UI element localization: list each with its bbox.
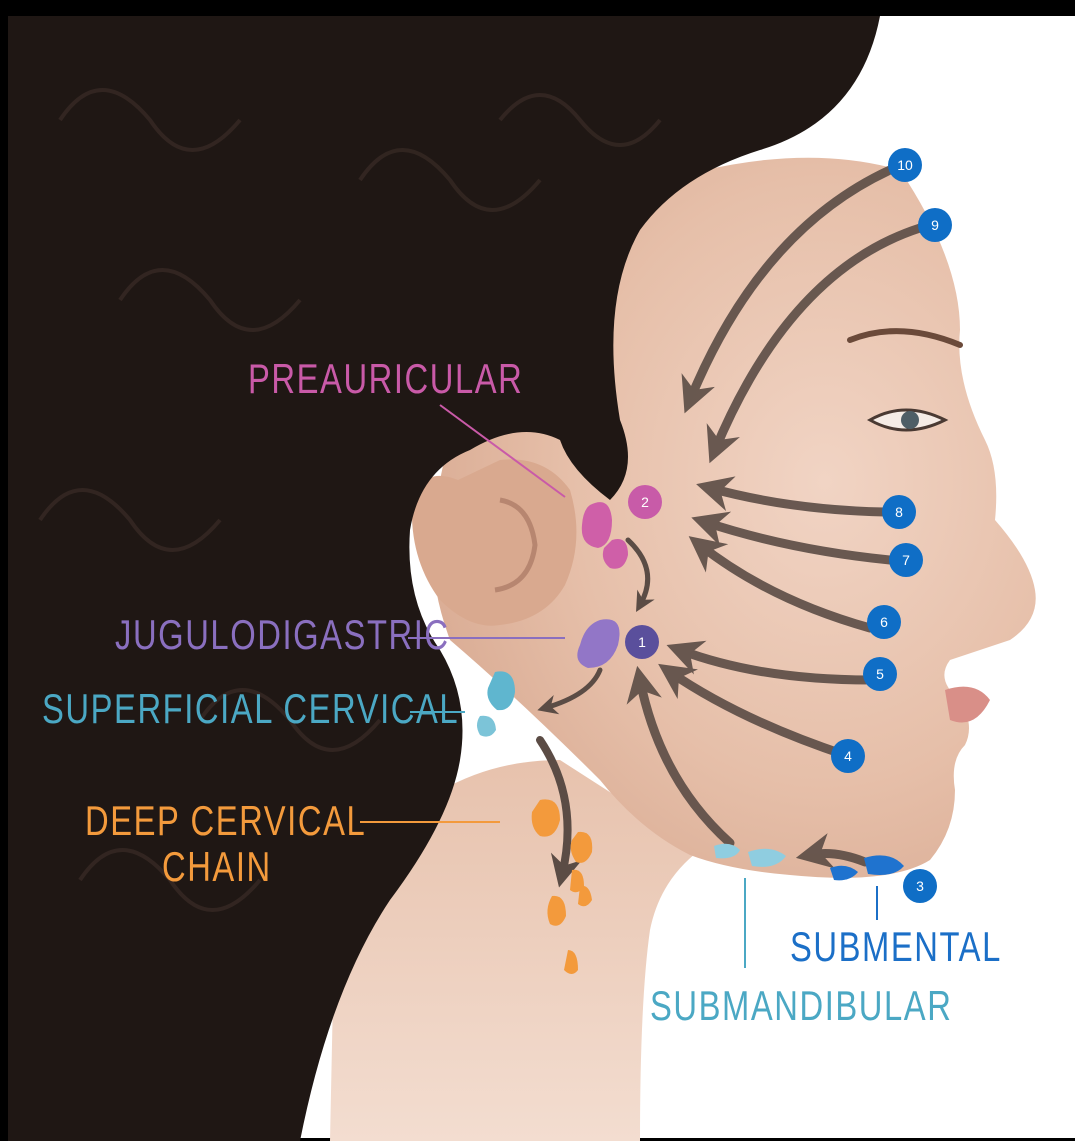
marker-number-8: 8: [895, 504, 903, 520]
marker-number-1: 1: [638, 634, 646, 650]
label-submental: SUBMENTAL: [790, 926, 1002, 968]
label-submandibular: SUBMANDIBULAR: [650, 985, 952, 1027]
marker-1: 1: [625, 625, 659, 659]
marker-10: 10: [888, 148, 922, 182]
marker-9: 9: [918, 208, 952, 242]
marker-number-3: 3: [916, 878, 924, 894]
label-preauricular: PREAURICULAR: [248, 358, 523, 400]
marker-4: 4: [831, 739, 865, 773]
superficial-cervical-nodes: [477, 671, 515, 736]
marker-number-10: 10: [897, 157, 913, 173]
label-deep-cervical: DEEP CERVICAL: [85, 800, 366, 842]
ear-shape: [412, 459, 577, 625]
marker-5: 5: [863, 657, 897, 691]
label-superficial-cervical: SUPERFICIAL CERVICAL: [42, 688, 459, 730]
marker-6: 6: [867, 605, 901, 639]
marker-3: 3: [903, 869, 937, 903]
marker-number-6: 6: [880, 614, 888, 630]
label-jugulodigastric: JUGULODIGASTRIC: [115, 614, 450, 656]
marker-number-2: 2: [641, 494, 649, 510]
marker-2: 2: [628, 485, 662, 519]
lips: [945, 687, 990, 723]
marker-number-9: 9: [931, 217, 939, 233]
marker-number-4: 4: [844, 748, 852, 764]
marker-number-5: 5: [876, 666, 884, 682]
label-deep-cervical-chain: CHAIN: [162, 846, 272, 888]
marker-number-7: 7: [902, 552, 910, 568]
marker-7: 7: [889, 543, 923, 577]
marker-8: 8: [882, 495, 916, 529]
